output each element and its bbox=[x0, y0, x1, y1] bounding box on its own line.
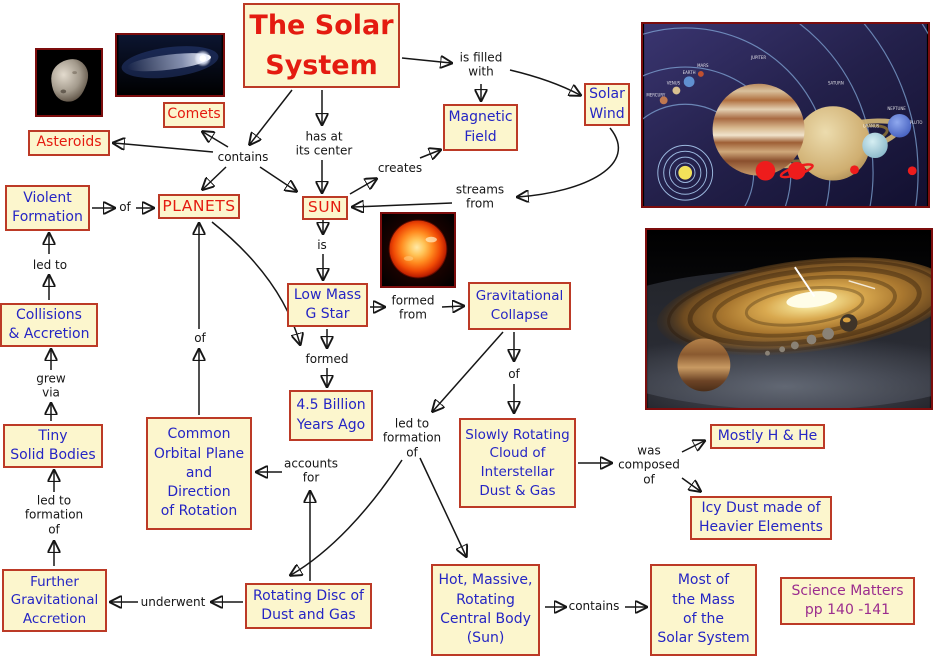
connector-label-of-common: of bbox=[194, 330, 206, 345]
icy-dust-box: Icy Dust made of Heavier Elements bbox=[690, 496, 832, 540]
most-of-mass-box: Most of the Mass of the Solar System bbox=[650, 564, 757, 656]
title-box: The Solar System bbox=[243, 3, 400, 88]
connector-label-underwent: underwent bbox=[140, 594, 206, 609]
collisions-accretion-box: Collisions & Accretion bbox=[0, 303, 98, 347]
planet-label-neptune: NEPTUNE bbox=[887, 106, 906, 111]
connector-label-formed-from: formed from bbox=[391, 293, 435, 322]
hot-massive-central-body-box: Hot, Massive, Rotating Central Body (Sun… bbox=[431, 564, 540, 656]
solar-wind-box: Solar Wind bbox=[584, 83, 630, 126]
connector-label-led-to-formation-center: led to formation of bbox=[382, 416, 442, 460]
planet-label-jupiter: JUPITER bbox=[750, 55, 766, 60]
connector-label-streams-from: streams from bbox=[455, 182, 505, 211]
protoplanetary-disc-photo bbox=[645, 228, 933, 410]
connector-label-grew-via: grew via bbox=[36, 371, 66, 400]
connector-label-was-composed-of: was composed of bbox=[618, 443, 680, 487]
reference-box: Science Matters pp 140 -141 bbox=[780, 577, 915, 625]
further-accretion-box: Further Gravitational Accretion bbox=[2, 569, 107, 632]
connector-label-contains-top: contains bbox=[217, 149, 269, 164]
planet-label-pluto: PLUTO bbox=[910, 120, 923, 125]
solar-system-planets-photo: MERCURY VENUS EARTH MARS JUPITER SATURN … bbox=[641, 22, 930, 208]
low-mass-g-star-box: Low Mass G Star bbox=[287, 283, 368, 327]
comet-photo bbox=[115, 33, 225, 97]
sun-box: SUN bbox=[302, 196, 348, 220]
connector-label-has-at-center: has at its center bbox=[295, 129, 353, 158]
planet-label-uranus: URANUS bbox=[863, 124, 880, 129]
planet-label-saturn: SATURN bbox=[828, 81, 844, 86]
asteroids-box: Asteroids bbox=[28, 130, 110, 156]
connector-label-is: is bbox=[317, 237, 327, 252]
asteroid-photo bbox=[35, 48, 103, 117]
connector-label-accounts-for: accounts for bbox=[283, 456, 339, 485]
tiny-solid-bodies-box: Tiny Solid Bodies bbox=[3, 424, 103, 468]
connector-label-is-filled-with: is filled with bbox=[459, 50, 503, 79]
connector-label-of-collapse: of bbox=[508, 366, 520, 381]
connector-label-contains-bottom: contains bbox=[568, 598, 620, 613]
connector-label-of-violent: of bbox=[119, 199, 131, 214]
violent-formation-box: Violent Formation bbox=[5, 185, 90, 231]
sun-photo bbox=[380, 212, 456, 288]
comets-box: Comets bbox=[163, 102, 225, 128]
planet-label-venus: VENUS bbox=[667, 81, 681, 86]
planet-label-mercury: MERCURY bbox=[646, 92, 665, 97]
connector-label-formed: formed bbox=[305, 351, 349, 366]
magnetic-field-box: Magnetic Field bbox=[443, 104, 518, 151]
gravitational-collapse-box: Gravitational Collapse bbox=[468, 282, 571, 330]
billion-years-box: 4.5 Billion Years Ago bbox=[289, 390, 373, 441]
connector-label-led-to-formation-left: led to formation of bbox=[24, 493, 84, 537]
rotating-disc-box: Rotating Disc of Dust and Gas bbox=[245, 583, 372, 629]
slowly-rotating-cloud-box: Slowly Rotating Cloud of Interstellar Du… bbox=[459, 418, 576, 508]
mostly-h-he-box: Mostly H & He bbox=[710, 424, 825, 449]
planet-label-mars: MARS bbox=[697, 63, 709, 68]
connector-label-led-to: led to bbox=[32, 257, 68, 272]
planet-label-earth: EARTH bbox=[683, 70, 696, 75]
connector-label-creates: creates bbox=[377, 160, 423, 175]
planets-box: PLANETS bbox=[158, 194, 240, 219]
common-orbital-plane-box: Common Orbital Plane and Direction of Ro… bbox=[146, 417, 252, 530]
